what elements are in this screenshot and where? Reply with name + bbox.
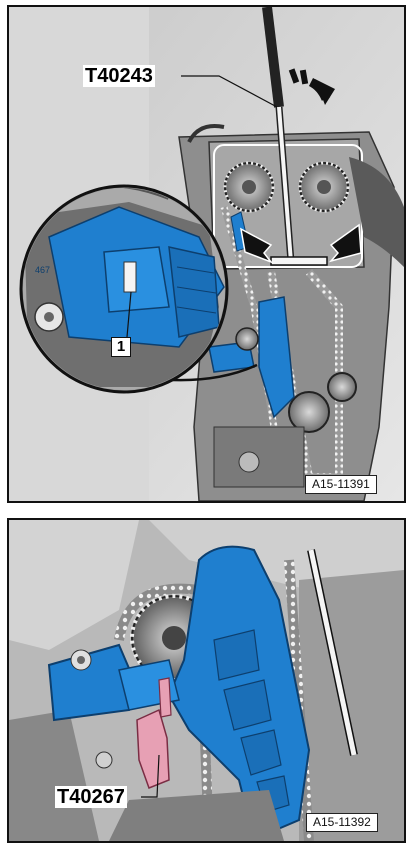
figure-top: T40243 467 1 A15-11391 (7, 5, 406, 503)
camshaft-sprocket-left (223, 161, 275, 213)
tool-t40267-locking-pin (136, 677, 172, 789)
arrow-left-icon (239, 227, 274, 264)
item-number-1: 1 (111, 337, 131, 357)
part-stamp-text: 467 (35, 265, 51, 275)
callout-t40243: T40243 (83, 65, 155, 87)
rotation-arrow-icon (288, 68, 335, 105)
engine-illustration-top (9, 7, 404, 501)
figure-ref-bottom: A15-11392 (306, 813, 378, 832)
arrow-right-icon (328, 223, 362, 263)
figure-ref-top: A15-11391 (305, 475, 377, 494)
figure-bottom: T40267 A15-11392 (7, 518, 406, 843)
callout-t40267: T40267 (55, 786, 127, 808)
camshaft-sprocket-right (298, 161, 350, 213)
detail-magnifier (19, 184, 258, 394)
